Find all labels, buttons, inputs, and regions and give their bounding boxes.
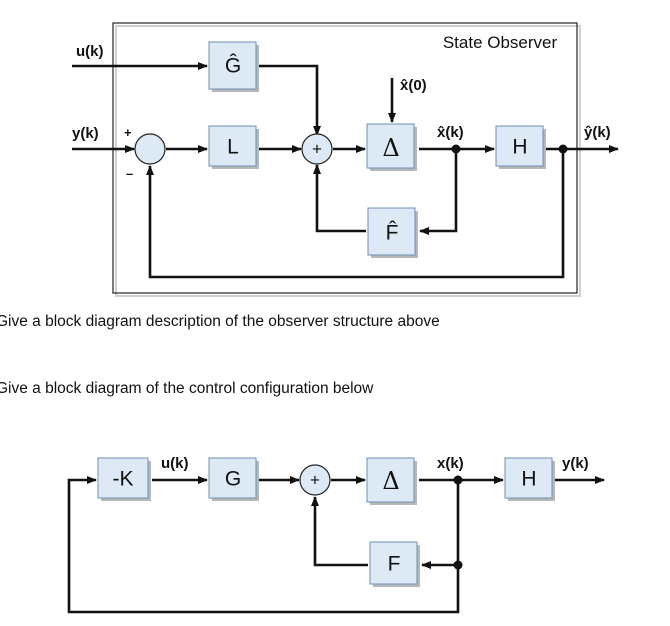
g-label: G: [225, 468, 241, 491]
yhat-label: ŷ(k): [584, 124, 611, 141]
wire-state-feedback: [67, 476, 460, 614]
observer-frame-shadow: [115, 25, 581, 297]
junction-feedback: [453, 560, 463, 570]
observer-y-label: y(k): [72, 125, 99, 142]
wire-fhat-to-sum: [313, 164, 366, 233]
wire-f-to-sum: [311, 496, 368, 567]
ghat-label: Ĝ: [225, 55, 241, 78]
f-label: F: [388, 553, 401, 576]
control-h-label: H: [521, 468, 536, 491]
junction-yhat: [558, 144, 568, 154]
k-label: -K: [113, 468, 134, 491]
control-h-block: [504, 457, 553, 499]
observer-title: State Observer: [443, 33, 558, 52]
x0-label: x̂(0): [400, 77, 427, 94]
observer-sum-plus: +: [312, 140, 322, 159]
fhat-block: [367, 207, 416, 256]
control-x-label: x(k): [437, 455, 464, 472]
g-block: [208, 457, 257, 499]
fhat-label: F̂: [386, 221, 399, 244]
control-y-label: y(k): [562, 455, 589, 472]
wire-ghat-to-sum: [257, 64, 321, 136]
control-diagram: + -K G Δ H F u(k) x(k) y(k): [67, 455, 605, 614]
question-2: Give a block diagram of the control conf…: [0, 380, 374, 397]
wire-x-to-f: [421, 480, 460, 569]
observer-diagram: State Observer + Ĝ L Δ H: [72, 22, 619, 297]
wire-xhat-to-fhat: [419, 149, 458, 235]
xhat-label: x̂(k): [437, 124, 464, 141]
control-sum: [299, 464, 331, 496]
l-label: L: [227, 136, 239, 159]
observer-state-sum: [301, 133, 333, 165]
wire-yhat-feedback: [146, 149, 565, 279]
observer-h-label: H: [512, 136, 527, 159]
control-u-label: u(k): [161, 455, 189, 472]
observer-frame: [112, 22, 578, 294]
observer-h-block: [495, 125, 544, 167]
observer-error-sum: [134, 133, 166, 165]
observer-delta-label: Δ: [382, 134, 399, 162]
observer-minus-sign: –: [126, 166, 133, 181]
observer-u-label: u(k): [76, 43, 104, 60]
ghat-block: [208, 41, 257, 90]
k-block: [97, 457, 149, 499]
control-delta-label: Δ: [382, 467, 399, 495]
control-delta-block: [366, 457, 415, 503]
l-block: [208, 125, 257, 167]
question-1: Give a block diagram description of the …: [0, 313, 440, 330]
junction-xhat: [451, 144, 461, 154]
observer-plus-sign: +: [124, 125, 132, 140]
f-block: [369, 541, 418, 585]
junction-x: [453, 475, 463, 485]
observer-delta-block: [366, 123, 415, 169]
control-sum-plus: +: [310, 471, 320, 490]
